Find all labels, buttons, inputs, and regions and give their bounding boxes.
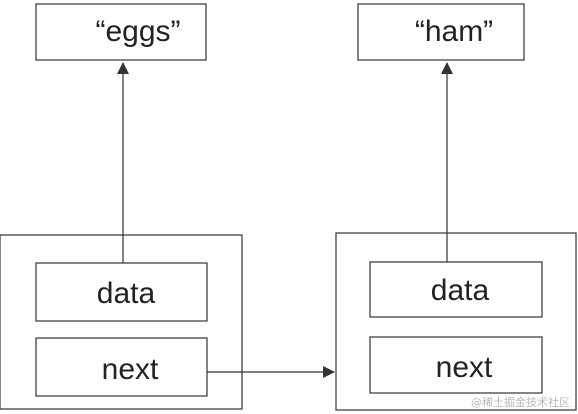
node-1-next-label: next bbox=[102, 353, 159, 386]
node-1-data-field bbox=[35, 262, 208, 322]
value-box-ham: “ham” bbox=[357, 3, 525, 61]
value-box-eggs: “eggs” bbox=[35, 3, 207, 61]
node-2-data-label: data bbox=[431, 274, 490, 307]
list-node-2: data next bbox=[335, 232, 577, 411]
value-ham-text: “ham” bbox=[415, 15, 493, 48]
node-2-next-field bbox=[369, 336, 543, 394]
node-2-data-field bbox=[369, 261, 543, 318]
list-node-1: data next bbox=[0, 234, 243, 410]
watermark-text: @稀土掘金技术社区 bbox=[471, 396, 570, 409]
node-2-next-label: next bbox=[436, 351, 493, 384]
value-eggs-text: “eggs” bbox=[95, 15, 180, 48]
node-1-next-field bbox=[35, 337, 208, 397]
node-1-data-label: data bbox=[97, 277, 156, 310]
